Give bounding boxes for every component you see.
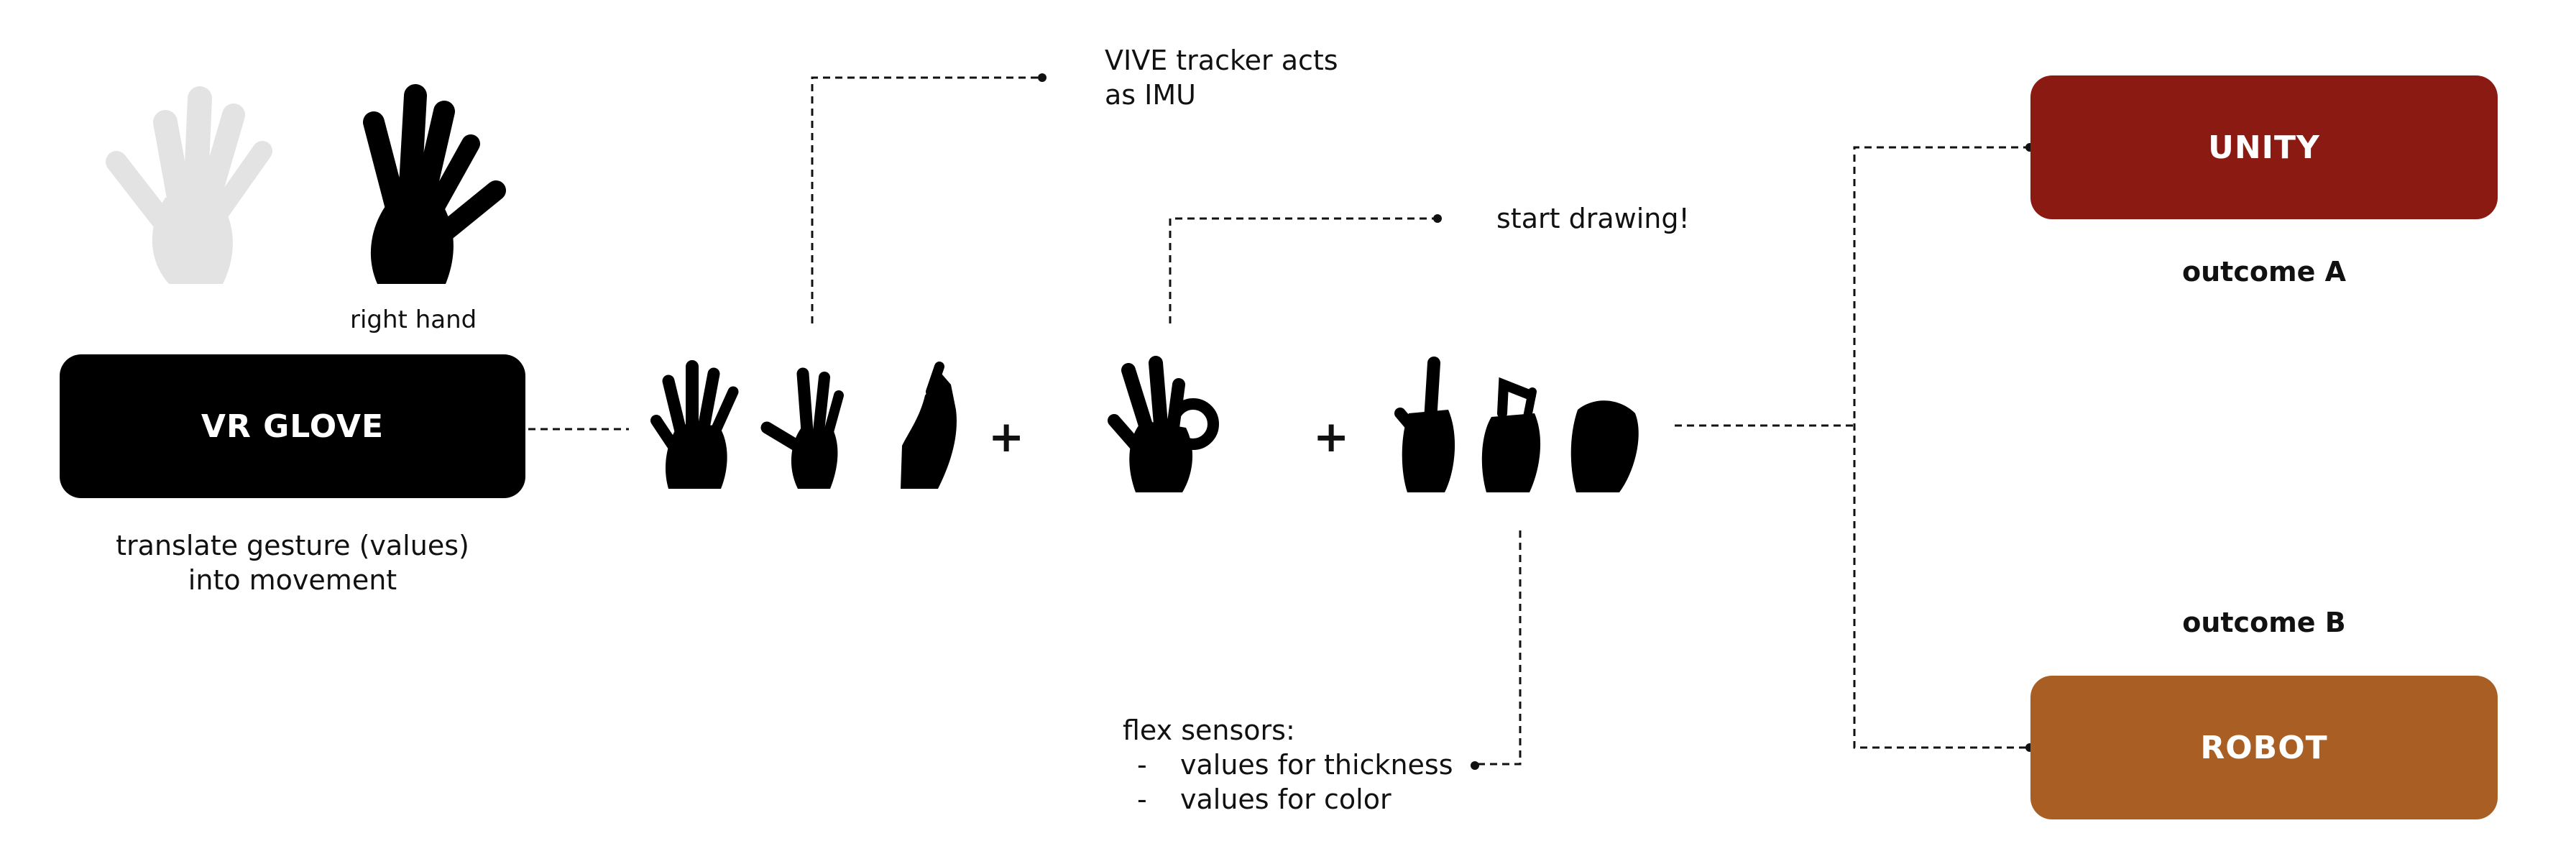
- flex-list-item: - values for thickness: [1123, 748, 1453, 782]
- plus-sign-2: +: [1313, 412, 1350, 462]
- split-branch-line: [1853, 146, 2030, 749]
- flex-callout-line: [1473, 530, 1522, 766]
- unity-box: UNITY: [2030, 75, 2498, 219]
- point-up-hand-icon: [1394, 357, 1455, 492]
- robot-box: ROBOT: [2030, 676, 2498, 819]
- flex-sensors-text: flex sensors: - values for thickness - val…: [1123, 713, 1453, 817]
- flex-item-color: values for color: [1180, 783, 1392, 815]
- vr-glove-label: VR GLOVE: [201, 408, 385, 445]
- tilted-hand-icon: [760, 367, 844, 489]
- outcome-a-label: outcome A: [2182, 256, 2346, 288]
- flex-bullet: -: [1137, 783, 1147, 815]
- outcome-b-label: outcome B: [2182, 607, 2346, 638]
- unity-label: UNITY: [2208, 129, 2320, 166]
- flex-item-thickness: values for thickness: [1180, 749, 1453, 781]
- open-hand-icon: [650, 360, 739, 489]
- vr-glove-box: VR GLOVE: [60, 354, 525, 498]
- flex-sensors-title: flex sensors:: [1123, 714, 1295, 746]
- side-hand-icon: [901, 362, 957, 489]
- vive-line-2: as IMU: [1105, 79, 1196, 111]
- fist-hand-icon: [1570, 400, 1639, 492]
- translate-gesture-text: translate gesture (values) into movement: [60, 528, 525, 597]
- start-drawing-callout-line: [1169, 217, 1435, 323]
- vive-line-1: VIVE tracker acts: [1105, 45, 1338, 76]
- translate-line-2: into movement: [188, 564, 397, 596]
- ok-gesture-icon: [1108, 356, 1219, 492]
- vive-callout-dot: [1038, 73, 1046, 82]
- vive-callout-line: [811, 76, 1039, 323]
- flex-list-item: - values for color: [1123, 782, 1453, 817]
- translate-line-1: translate gesture (values): [116, 530, 469, 561]
- start-drawing-callout-dot: [1433, 214, 1442, 223]
- ghost-left-hand-icon: [106, 86, 272, 284]
- right-hand-icon: [363, 84, 506, 284]
- flex-bullet: -: [1137, 749, 1147, 781]
- pinch-hand-icon: [1481, 377, 1541, 492]
- plus-sign-1: +: [988, 412, 1025, 462]
- flex-callout-dot: [1471, 761, 1479, 770]
- start-drawing-text: start drawing!: [1496, 203, 1690, 234]
- robot-label: ROBOT: [2200, 729, 2328, 766]
- right-hand-label: right hand: [350, 305, 477, 334]
- vive-tracker-text: VIVE tracker acts as IMU: [1105, 43, 1338, 112]
